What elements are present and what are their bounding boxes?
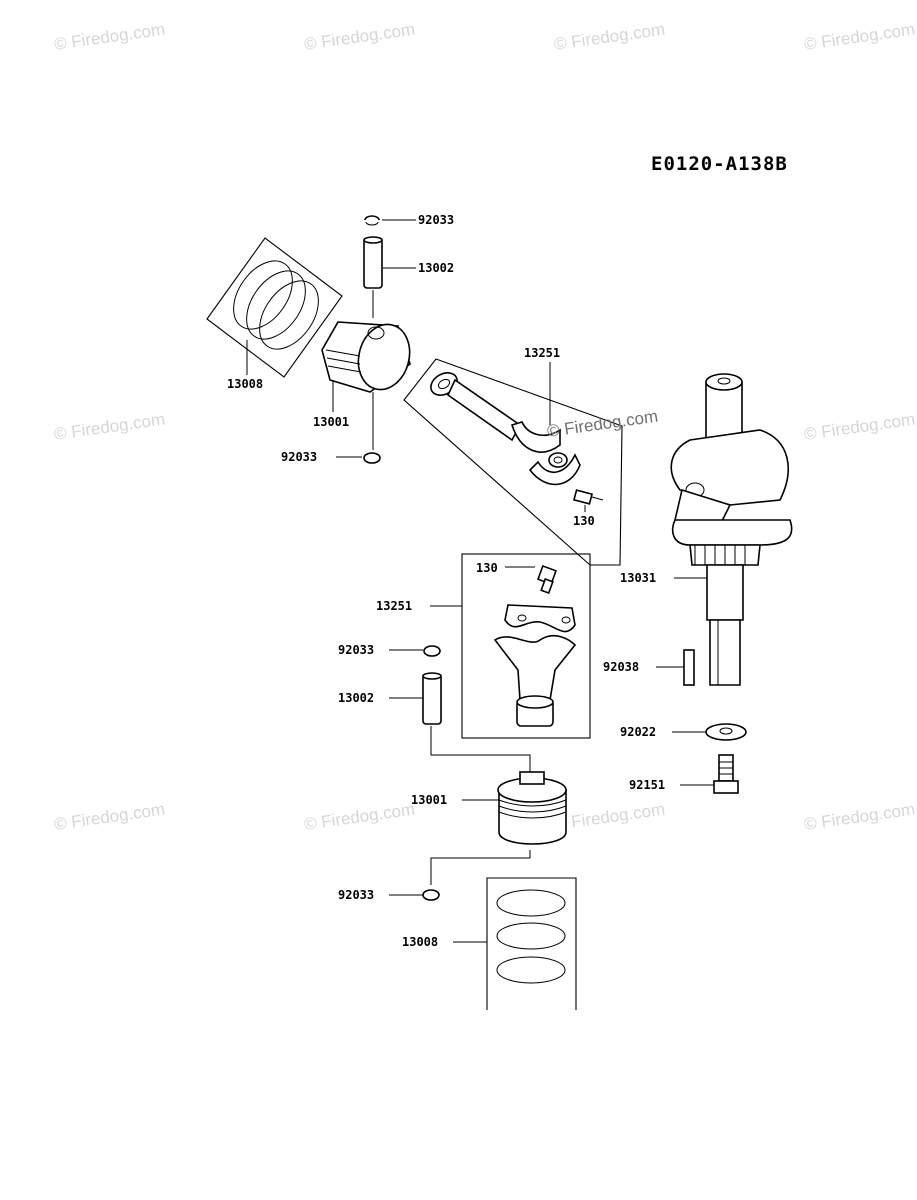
watermark: © Firedog.com xyxy=(53,800,166,834)
label-92033: 92033 xyxy=(281,450,317,464)
watermark: © Firedog.com xyxy=(803,20,916,54)
watermark: © Firedog.com xyxy=(803,410,916,444)
label-13008: 13008 xyxy=(402,935,438,949)
label-92033: 92033 xyxy=(338,888,374,902)
label-92033: 92033 xyxy=(418,213,454,227)
snap-ring-upper-bottom[interactable] xyxy=(363,452,381,464)
piston-pin-upper[interactable] xyxy=(363,236,383,289)
crankshaft-bolt[interactable] xyxy=(713,754,739,794)
ring-set-lower[interactable] xyxy=(486,877,577,1010)
snap-ring-lower-bottom[interactable] xyxy=(422,889,440,901)
label-13001: 13001 xyxy=(411,793,447,807)
label-130: 130 xyxy=(476,561,498,575)
diagram-code: E0120-A138B xyxy=(651,153,788,175)
watermark-center: © Firedog.com xyxy=(546,407,659,441)
ring-set-upper[interactable] xyxy=(206,237,343,378)
watermark: © Firedog.com xyxy=(803,800,916,834)
label-92022: 92022 xyxy=(620,725,656,739)
watermark: © Firedog.com xyxy=(553,20,666,54)
label-13008: 13008 xyxy=(227,377,263,391)
washer[interactable] xyxy=(705,723,747,741)
crankshaft[interactable] xyxy=(670,373,793,686)
watermark: © Firedog.com xyxy=(53,20,166,54)
label-13251: 13251 xyxy=(524,346,560,360)
piston-pin-lower[interactable] xyxy=(422,672,442,725)
snap-ring-upper-top[interactable] xyxy=(364,215,380,226)
label-92033: 92033 xyxy=(338,643,374,657)
watermark: © Firedog.com xyxy=(303,20,416,54)
watermark: © Firedog.com xyxy=(53,410,166,444)
watermarks: © Firedog.com © Firedog.com © Firedog.co… xyxy=(53,20,916,834)
label-130: 130 xyxy=(573,514,595,528)
conrod-kit-upper[interactable] xyxy=(403,358,623,566)
snap-ring-lower-top[interactable] xyxy=(423,645,441,657)
woodruff-key[interactable] xyxy=(683,649,695,686)
piston-lower[interactable] xyxy=(497,771,567,845)
watermark: © Firedog.com xyxy=(553,800,666,834)
label-13001: 13001 xyxy=(313,415,349,429)
label-13002: 13002 xyxy=(418,261,454,275)
piston-upper[interactable] xyxy=(321,319,417,396)
label-92151: 92151 xyxy=(629,778,665,792)
label-92038: 92038 xyxy=(603,660,639,674)
label-13002: 13002 xyxy=(338,691,374,705)
label-13031: 13031 xyxy=(620,571,656,585)
label-13251: 13251 xyxy=(376,599,412,613)
watermark: © Firedog.com xyxy=(303,800,416,834)
conrod-kit-lower[interactable] xyxy=(461,553,591,739)
